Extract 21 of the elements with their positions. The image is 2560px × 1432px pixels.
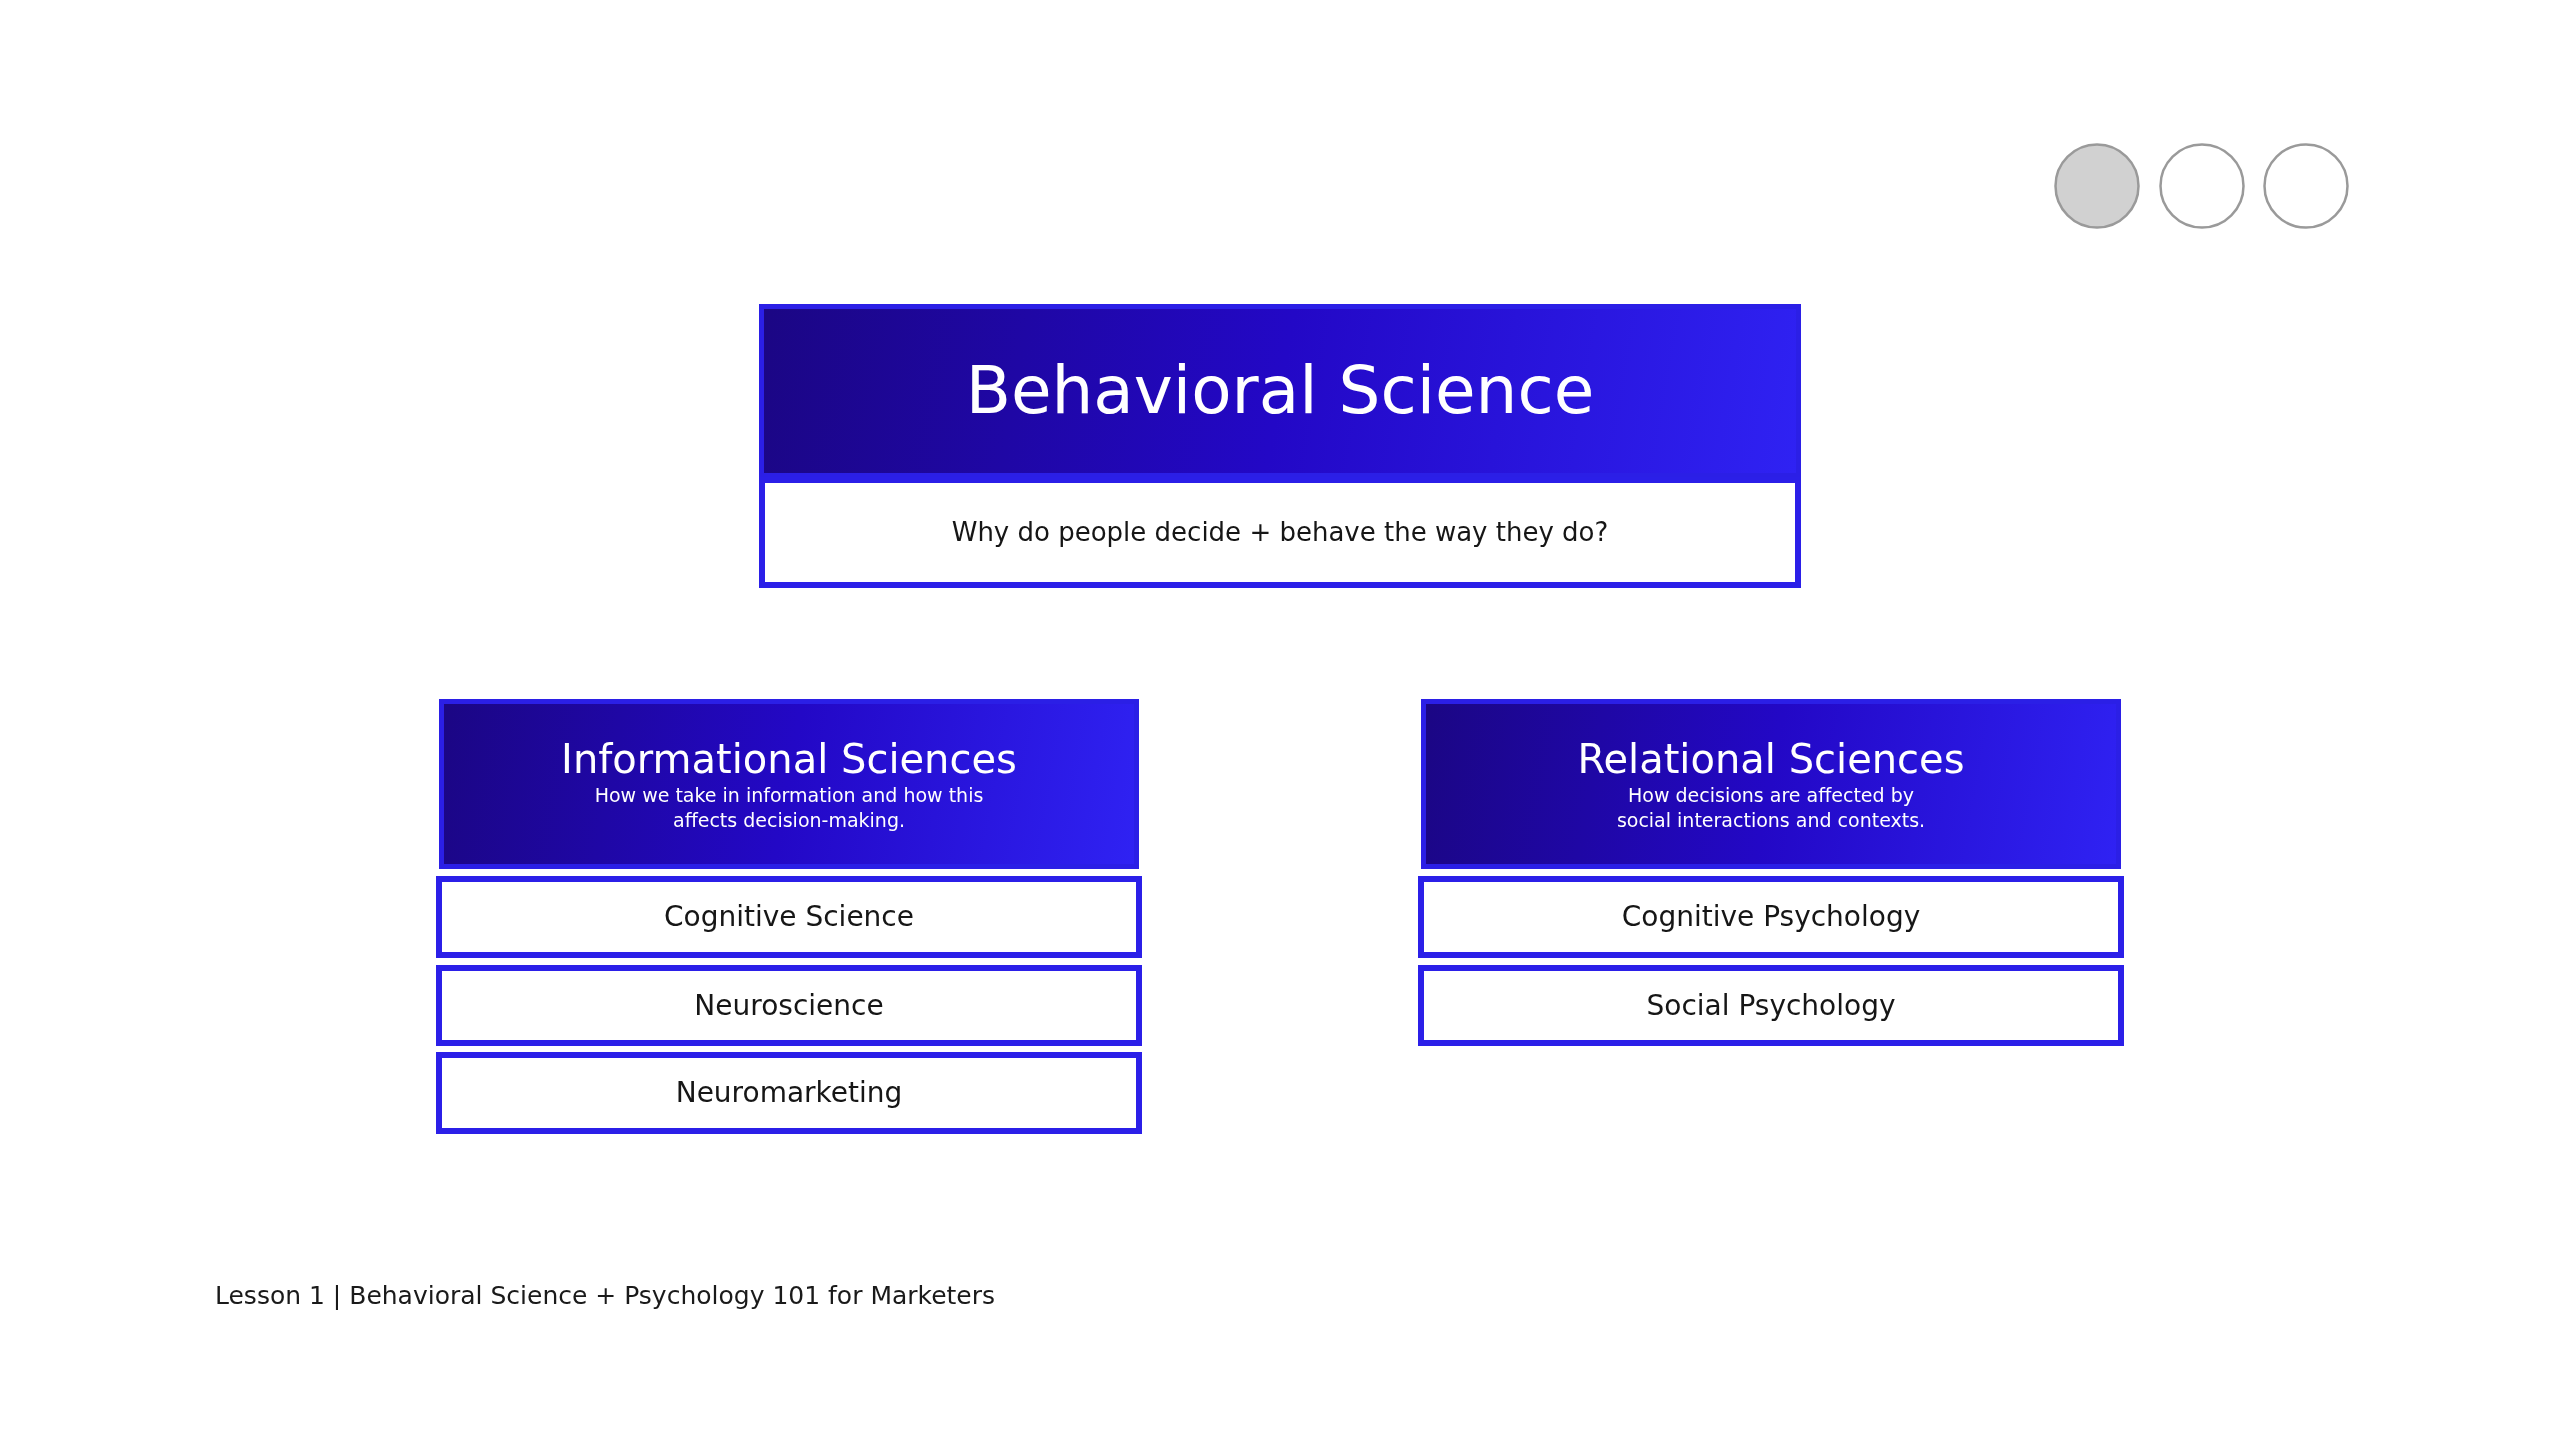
description: How we take in information and how this affects decision-making. bbox=[593, 783, 985, 833]
topic-box bbox=[436, 876, 1142, 958]
topic-box bbox=[1418, 965, 2124, 1046]
heading: Behavioral Science bbox=[965, 351, 1595, 431]
header-band bbox=[759, 304, 1801, 478]
topic-label: Why do people decide + behave the way they do? bbox=[951, 516, 1609, 549]
topic-label: Neuromarketing bbox=[675, 1076, 903, 1110]
topic-box bbox=[759, 477, 1801, 588]
topic-box bbox=[436, 965, 1142, 1046]
description: How decisions are affected by social interactions and contexts. bbox=[1615, 783, 1927, 833]
topic-label: Cognitive Science bbox=[664, 900, 914, 934]
topic-label: Cognitive Psychology bbox=[1621, 900, 1921, 934]
topic-box bbox=[436, 1052, 1142, 1134]
header-band bbox=[439, 699, 1139, 869]
topic-label: Neuroscience bbox=[694, 988, 884, 1023]
footer-caption: Lesson 1 | Behavioral Science + Psychology 101 for Marketers bbox=[215, 1281, 995, 1310]
topic-label: Social Psychology bbox=[1646, 988, 1896, 1023]
heading: Informational Sciences bbox=[561, 735, 1017, 784]
heading: Relational Sciences bbox=[1577, 735, 1965, 784]
header-band bbox=[1421, 699, 2121, 869]
topic-box bbox=[1418, 876, 2124, 958]
